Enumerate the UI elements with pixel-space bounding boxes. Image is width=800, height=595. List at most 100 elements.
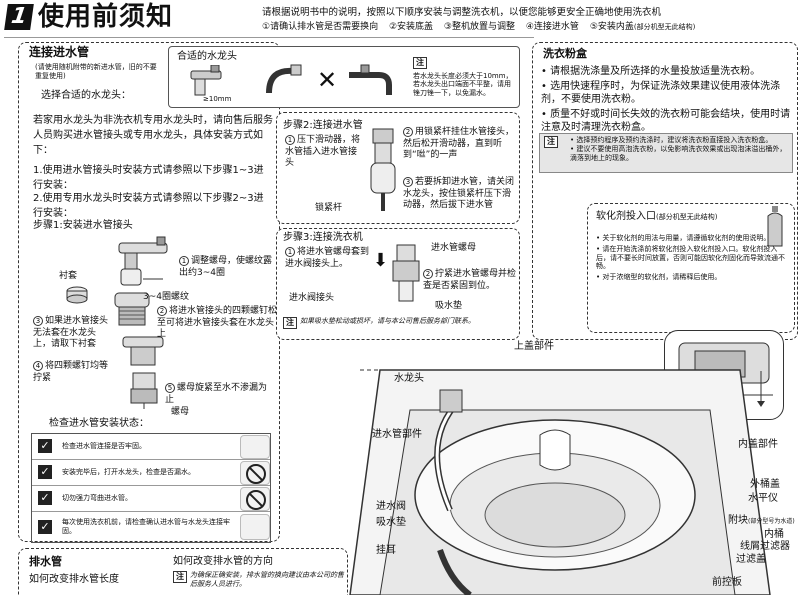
detergent-note-text: 选择预约程序及预约洗涤时，建议将洗衣粉直接投入洗衣粉盒。 — [576, 136, 773, 144]
part-upper-lid: 上盖部件 — [514, 341, 554, 352]
faucet-dim-label: ≥10mm — [203, 95, 232, 103]
detergent-box-section: 洗衣粉盒 • 请根据洗涤量及所选择的水量投放适量洗衣粉。 • 选用快速程序时，为… — [532, 42, 798, 340]
part-lint-filter: 线屑过滤器 — [740, 541, 790, 552]
softener-bullet: • 对于浓缩型的软化剂，请稀释后使用。 — [596, 273, 722, 281]
part-faucet: 水龙头 — [394, 373, 424, 384]
detergent-title: 洗衣粉盒 — [543, 47, 587, 60]
install-steps: ①请确认排水管是否需要换向 ②安装底盖 ③整机放置与调整 ④连接进水管 ⑤安装内… — [262, 22, 695, 34]
lock-lever-label: 锁紧杆 — [315, 203, 343, 213]
faucet-note-text: 若水龙头长度必须大于10mm，若水龙头出口端面不平整，请用锉刀锉一下，以免漏水。 — [413, 71, 513, 98]
check-item: 安装完毕后，打开水龙头，检查是否漏水。 — [62, 468, 195, 477]
check-row: ✓ 检查进水管连接是否牢固。 — [32, 434, 270, 460]
step3-note: 注 如果吸水垫松动或损坏，请与本公司售后服务部门联系。 — [283, 317, 515, 330]
softener-bullet: • 请在开始洗涤前将软化剂投入软化剂投入口。软化剂投入后，请不要长时间放置，否则… — [596, 244, 785, 271]
step3-arrow-icon: ⬇ — [373, 250, 389, 271]
step3-a-text: 将进水管螺母套到进水阀接头上。 — [285, 247, 370, 269]
check-mark-icon: ✓ — [38, 465, 52, 480]
softener-title-text: 软化剂投入口 — [596, 211, 656, 222]
lining-label: 衬套 — [59, 271, 78, 281]
part-filter-cover: 过滤盖 — [736, 554, 766, 565]
check-row: ✓ 安装完毕后，打开水龙头，检查是否漏水。 — [32, 460, 270, 486]
detergent-note-box: 注 • 选择预约程序及预约洗涤时，建议将洗衣粉直接投入洗衣粉盒。 • 建议不要使… — [539, 133, 793, 173]
check-mark-icon: ✓ — [38, 491, 52, 506]
faucet-top-illustration — [109, 235, 189, 293]
part-front-panel: 前控板 — [712, 577, 742, 588]
step2-b-text: 用锁紧杆挂住水管接头，然后松开滑动器，直到听到“咝”的一声 — [403, 127, 515, 161]
inlet-section-title: 连接进水管 — [29, 45, 90, 59]
install-step-4: ④连接进水管 — [525, 22, 579, 32]
faucet-connect-icon — [240, 434, 270, 459]
install-step-5-note: (部分机型无此结构) — [633, 23, 696, 31]
softener-bottle-icon — [764, 206, 786, 248]
softener-title: 软化剂投入口(部分机型无此结构) — [596, 210, 717, 223]
softener-bullet-text: 对于浓缩型的软化剂，请稀释后使用。 — [602, 273, 722, 281]
note-tag: 注 — [413, 57, 427, 70]
faucet-good-illustration — [189, 64, 239, 101]
note-tag: 注 — [283, 317, 297, 330]
drain-section: 排水管 如何改变排水管长度 如何改变排水管的方向 注 为确保正确安装，排水管的换… — [18, 548, 348, 595]
suitable-faucet-box: 合适的水龙头 ≥10mm ✕ 注 若水龙头长度必须大于10mm，若水龙头出口端面… — [168, 46, 520, 108]
no-bend-icon — [240, 486, 270, 511]
step1-c-text: 如果进水管接头无法套在水龙头上，请取下衬套 — [33, 316, 109, 350]
detergent-bullet-text: 质量不好或时间长失效的洗衣粉可能会结块，使用时请注意及时清理洗衣粉盒。 — [541, 109, 791, 133]
detergent-bullet-text: 选用快速程序时，为保证洗涤效果建议使用液体洗涤剂，不要使用洗衣粉。 — [541, 81, 781, 105]
detergent-bullet: • 质量不好或时间长失效的洗衣粉可能会结块，使用时请注意及时清理洗衣粉盒。 — [541, 109, 791, 133]
drain-note-text: 为确保正确安装，排水管的换向建议由本公司的售后服务人员进行。 — [190, 571, 344, 588]
faucet-note: 注 若水龙头长度必须大于10mm，若水龙头出口端面不平整，请用锉刀锉一下，以免漏… — [413, 57, 517, 98]
step2-a-text: 压下滑动器，将水管插入进水管接头 — [285, 135, 361, 169]
drain-title: 排水管 — [29, 555, 62, 568]
faucet-alt-illustration — [265, 63, 305, 101]
check-mark-icon: ✓ — [38, 439, 52, 454]
hose-nut-label: 进水管螺母 — [431, 243, 477, 253]
check-item: 切勿强力弯曲进水管。 — [62, 494, 132, 503]
detergent-bullet-text: 请根据洗涤量及所选择的水量投放适量洗衣粉。 — [550, 66, 761, 77]
part-inner-tub: 内桶 — [764, 529, 784, 540]
faucet-bad-illustration — [345, 63, 405, 101]
softener-title-note: (部分机型无此结构) — [656, 213, 718, 221]
part-accessory-note: (部分型号为水道) — [748, 518, 795, 525]
washer-diagram — [340, 340, 800, 595]
faucet-wrong-cross-icon: ✕ — [317, 66, 338, 94]
detergent-bullet: • 选用快速程序时，为保证洗涤效果建议使用液体洗涤剂，不要使用洗衣粉。 — [541, 81, 781, 105]
adapter-illustration — [107, 289, 157, 334]
step1-e-text: 螺母旋紧至水不渗漏为止 — [165, 383, 268, 405]
detergent-note: • 建议不要使用高泡洗衣粉，以免影响洗衣效果或出现泡沫溢出桶外，滴落到地上的现象… — [570, 144, 787, 162]
part-accessory-text: 附块 — [728, 515, 748, 526]
install-method-1: 1.使用进水管接头时安装方式请参照以下步骤1~3进行安装： — [33, 165, 264, 191]
lining-illustration — [65, 285, 89, 305]
note-tag: 注 — [544, 136, 558, 149]
step3-title: 步骤3:连接洗衣机 — [283, 232, 363, 243]
step1-title: 步骤1:安装进水管接头 — [33, 220, 133, 231]
header-intro: 请根据说明书中的说明，按照以下顺序安装与调整洗衣机，以便您能够更安全正确地使用洗… — [262, 7, 662, 18]
detergent-note: • 选择预约程序及预约洗涤时，建议将洗衣粉直接投入洗衣粉盒。 — [570, 136, 773, 144]
step2-illustration — [363, 127, 403, 213]
part-accessory: 附块(部分型号为水道) — [728, 514, 795, 527]
check-item: 检查进水管连接是否牢固。 — [62, 442, 146, 451]
nut-tighten-illustration — [119, 371, 169, 411]
header: 1 使用前须知 请根据说明书中的说明，按照以下顺序安装与调整洗衣机，以便您能够更… — [0, 0, 800, 42]
part-level: 水平仪 — [748, 493, 778, 504]
step1-b-text: 将进水管接头的四颗螺钉松至可将进水管接头套在水龙头上 — [157, 306, 278, 340]
drain-length-subtitle: 如何改变排水管长度 — [29, 574, 119, 585]
install-method-2: 2.使用专用水龙头时安装方式请参照以下步骤2~3进行安装： — [33, 193, 264, 219]
nut-label: 螺母 — [171, 407, 190, 417]
softener-box: 软化剂投入口(部分机型无此结构) • 关于软化剂的用法与用量，请遵循软化剂的使用… — [587, 203, 795, 333]
inlet-hose-section: 连接进水管 (请使用随机附带的新进水管，旧的不要重复使用) 选择合适的水龙头： … — [18, 42, 280, 543]
install-step-3: ③整机放置与调整 — [443, 22, 515, 32]
drain-note: 注 为确保正确安装，排水管的换向建议由本公司的售后服务人员进行。 — [173, 571, 345, 589]
check-title: 检查进水管安装状态： — [49, 418, 149, 429]
page-title: 使用前须知 — [38, 2, 174, 32]
detergent-note-text: 建议不要使用高泡洗衣粉，以免影响洗衣效果或出现泡沫溢出桶外，滴落到地上的现象。 — [570, 144, 787, 162]
step2-title: 步骤2:连接进水管 — [283, 120, 363, 131]
note-tag: 注 — [173, 571, 187, 584]
